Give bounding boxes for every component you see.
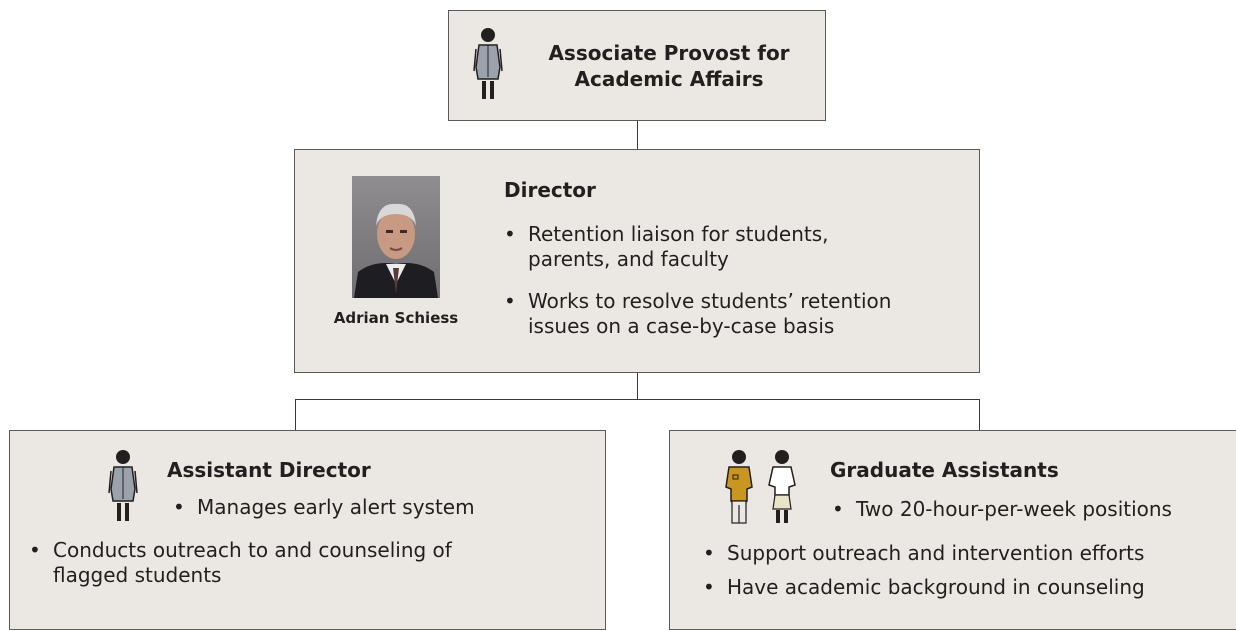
graduate-assistants-bullet-2: • Have academic background in counseling — [703, 575, 1145, 600]
female-figure-icon — [108, 450, 138, 521]
bullet-dot: • — [504, 289, 516, 313]
connector-right-drop — [979, 399, 980, 431]
photo-caption: Adrian Schiess — [333, 309, 459, 327]
connector-director-down — [637, 372, 638, 400]
female-figure-white-icon — [768, 450, 796, 523]
bullet-dot: • — [504, 222, 516, 246]
assistant-director-sub-bullet: • Manages early alert system — [173, 495, 475, 520]
graduate-assistants-bullet-1-text: Support outreach and intervention effort… — [727, 541, 1145, 565]
assistant-director-bullet-1-line2: flagged students — [53, 563, 222, 587]
director-bullet-1-line1: Retention liaison for students, — [528, 222, 829, 246]
bullet-dot: • — [29, 538, 41, 562]
graduate-assistants-bullet-2-text: Have academic background in counseling — [727, 575, 1145, 599]
graduate-assistants-bullet-1: • Support outreach and intervention effo… — [703, 541, 1145, 566]
connector-left-drop — [295, 399, 296, 431]
director-bullet-2-line2: issues on a case-by-case basis — [528, 314, 835, 338]
graduate-assistants-sub-bullet: • Two 20-hour-per-week positions — [832, 497, 1172, 522]
assistant-director-title: Assistant Director — [167, 458, 371, 482]
director-photo — [352, 176, 440, 298]
graduate-assistants-title: Graduate Assistants — [830, 458, 1059, 482]
assistant-director-box: Assistant Director • Manages early alert… — [9, 430, 606, 630]
bullet-dot: • — [173, 495, 185, 519]
male-figure-icon — [725, 450, 753, 524]
connector-horizontal — [295, 399, 980, 400]
connector-top-to-director — [637, 120, 638, 150]
female-figure-icon — [473, 28, 503, 99]
bullet-dot: • — [703, 541, 715, 565]
top-title-line1: Associate Provost for — [548, 41, 790, 65]
bullet-dot: • — [703, 575, 715, 599]
director-bullet-2-line1: Works to resolve students’ retention — [528, 289, 892, 313]
director-bullet-1-line2: parents, and faculty — [528, 247, 729, 271]
bullet-dot: • — [832, 497, 844, 521]
top-title-line2: Academic Affairs — [574, 67, 764, 91]
associate-provost-box: Associate Provost for Academic Affairs — [448, 10, 826, 121]
graduate-assistants-box: Graduate Assistants • Two 20-hour-per-we… — [669, 430, 1236, 630]
assistant-director-bullet-1: • Conducts outreach to and counseling of… — [29, 538, 452, 588]
director-bullet-1: • Retention liaison for students, parent… — [504, 222, 829, 272]
director-bullet-2: • Works to resolve students’ retention i… — [504, 289, 892, 339]
director-title: Director — [504, 178, 596, 202]
director-box: Adrian Schiess Director • Retention liai… — [294, 149, 980, 373]
graduate-assistants-sub-bullet-text: Two 20-hour-per-week positions — [856, 497, 1172, 521]
assistant-director-bullet-1-line1: Conducts outreach to and counseling of — [53, 538, 452, 562]
assistant-director-sub-bullet-text: Manages early alert system — [197, 495, 475, 519]
